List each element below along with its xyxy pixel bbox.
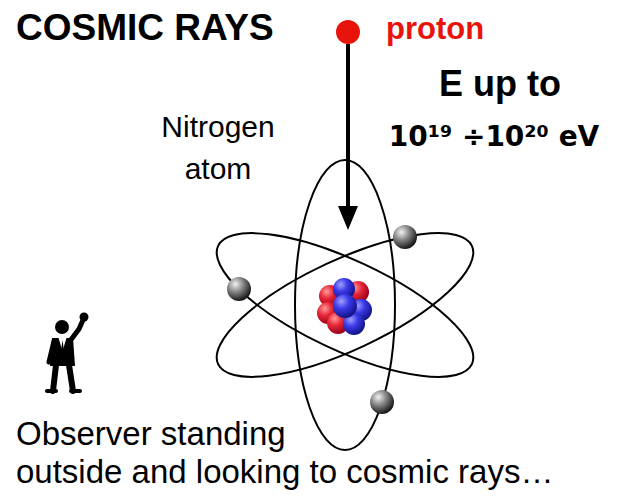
orbit-tilted [199,205,491,405]
proton-dot [336,20,360,44]
electrons [227,225,417,414]
text-slot: 10¹⁹ ÷10²⁰ eV [376,120,612,154]
text-slot: Nitrogen atom [153,106,283,190]
wrap-spacer [310,415,606,453]
electron [227,277,251,301]
energy-label: E up to [420,62,580,105]
electron [393,225,417,249]
text-slot: COSMIC RAYS [16,6,274,50]
electron [370,390,394,414]
arrow-shaft [346,44,350,208]
particle-label: proton [386,10,484,47]
text-slot: proton [386,10,484,47]
observer-note: Observer standing outside and looking to… [16,415,606,491]
orbit-vertical [295,160,395,450]
atom-label: Nitrogen atom [153,106,283,190]
nucleus [317,278,372,335]
diagram-title: COSMIC RAYS [16,6,274,50]
atom-orbits [199,160,491,450]
proton-arrow [336,20,360,230]
arrow-head [338,206,358,230]
observer-icon [47,313,89,392]
text-slot: Observer standing outside and looking to… [16,415,606,491]
text-slot: E up to [420,62,580,105]
nucleon [333,294,357,318]
energy-value: 10¹⁹ ÷10²⁰ eV [376,120,612,154]
orbit-tilted [199,205,491,405]
